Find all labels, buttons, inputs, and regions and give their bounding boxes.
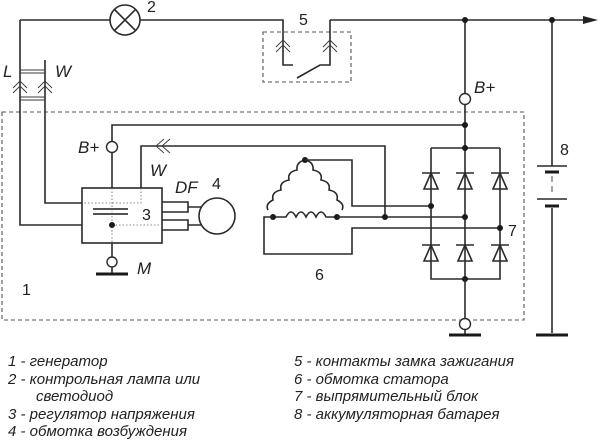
- l-wire: [19, 20, 82, 226]
- stator-label: 6: [315, 267, 324, 284]
- regulator-bplus-terminal[interactable]: [105, 140, 119, 154]
- field-winding-label: 4: [212, 176, 221, 193]
- stator-winding-icon: [266, 157, 344, 220]
- diode-icon: [456, 171, 474, 190]
- ignition-right-connector-icon: [322, 39, 338, 53]
- output-arrow-icon: [583, 16, 598, 24]
- m-terminal[interactable]: [106, 256, 118, 268]
- legend-item: 8 - аккумуляторная батарея: [294, 405, 500, 423]
- w-label-top: W: [55, 62, 73, 81]
- ground-terminal[interactable]: [458, 317, 472, 331]
- generator-label: 1: [22, 282, 31, 299]
- legend-item: 5 - контакты замка зажигания: [294, 353, 514, 370]
- lamp-icon: [109, 4, 141, 36]
- bplus-label-reg: B+: [78, 138, 99, 157]
- diode-icon: [491, 171, 509, 190]
- df-terminals: [162, 201, 189, 231]
- legend-item: 3 - регулятор напряжения: [8, 405, 195, 423]
- lamp-wire: [20, 19, 284, 32]
- ignition-box: [262, 31, 352, 83]
- legend-item: светодиод: [36, 388, 114, 405]
- w-connector-icon: [155, 138, 171, 154]
- legend-item: 4 - обмотка возбуждения: [8, 423, 187, 440]
- m-label: M: [137, 259, 152, 278]
- field-winding-icon: [198, 197, 236, 235]
- junction: [462, 17, 468, 23]
- diode-icon: [422, 243, 440, 262]
- ignition-contact-right: [296, 20, 331, 79]
- legend-item: 7 - выпрямительный блок: [294, 388, 479, 405]
- regulator-label: 3: [142, 207, 151, 224]
- lamp-label: 2: [147, 0, 156, 16]
- w-connector-icon: [37, 80, 53, 94]
- legend-item: 2 - контрольная лампа или: [8, 370, 201, 388]
- alternator-circuit-diagram: 2 5 B+ 8 B+ W 3 DF 4 M: [1, 0, 598, 337]
- junction: [462, 122, 468, 128]
- generator-boundary: [1, 111, 525, 321]
- ignition-contact-left: [282, 32, 293, 66]
- diode-icon: [422, 171, 440, 190]
- stator-phase-c: [263, 216, 500, 255]
- stator-phase-a: [305, 159, 431, 207]
- w-wire: [44, 60, 82, 204]
- regulator-box: [81, 187, 163, 244]
- regulator-w-wire: [140, 145, 386, 217]
- bplus-terminal[interactable]: [458, 92, 472, 106]
- legend-item: 6 - обмотка статора: [294, 370, 449, 388]
- battery-icon: [537, 165, 567, 208]
- l-label: L: [3, 62, 12, 81]
- rectifier-label: 7: [508, 223, 517, 240]
- l-connector-icon: [12, 80, 28, 94]
- legend-right: 5 - контакты замка зажигания 6 - обмотка…: [294, 353, 514, 423]
- w-label-reg: W: [150, 161, 168, 180]
- wire: [188, 206, 202, 226]
- diode-icon: [456, 243, 474, 262]
- junction: [382, 214, 388, 220]
- battery-label: 8: [560, 142, 569, 159]
- lw-connector-bars: [20, 69, 45, 101]
- df-label: DF: [175, 178, 199, 197]
- ignition-left-connector-icon: [275, 39, 291, 53]
- legend-left: 1 - генератор 2 - контрольная лампа или …: [8, 353, 200, 441]
- regulator-bplus-wire: [111, 124, 465, 148]
- junction: [549, 17, 555, 23]
- diode-icon: [491, 243, 509, 262]
- legend-item: 1 - генератор: [8, 353, 108, 370]
- ignition-label: 5: [299, 12, 308, 29]
- bplus-label-top: B+: [474, 78, 495, 97]
